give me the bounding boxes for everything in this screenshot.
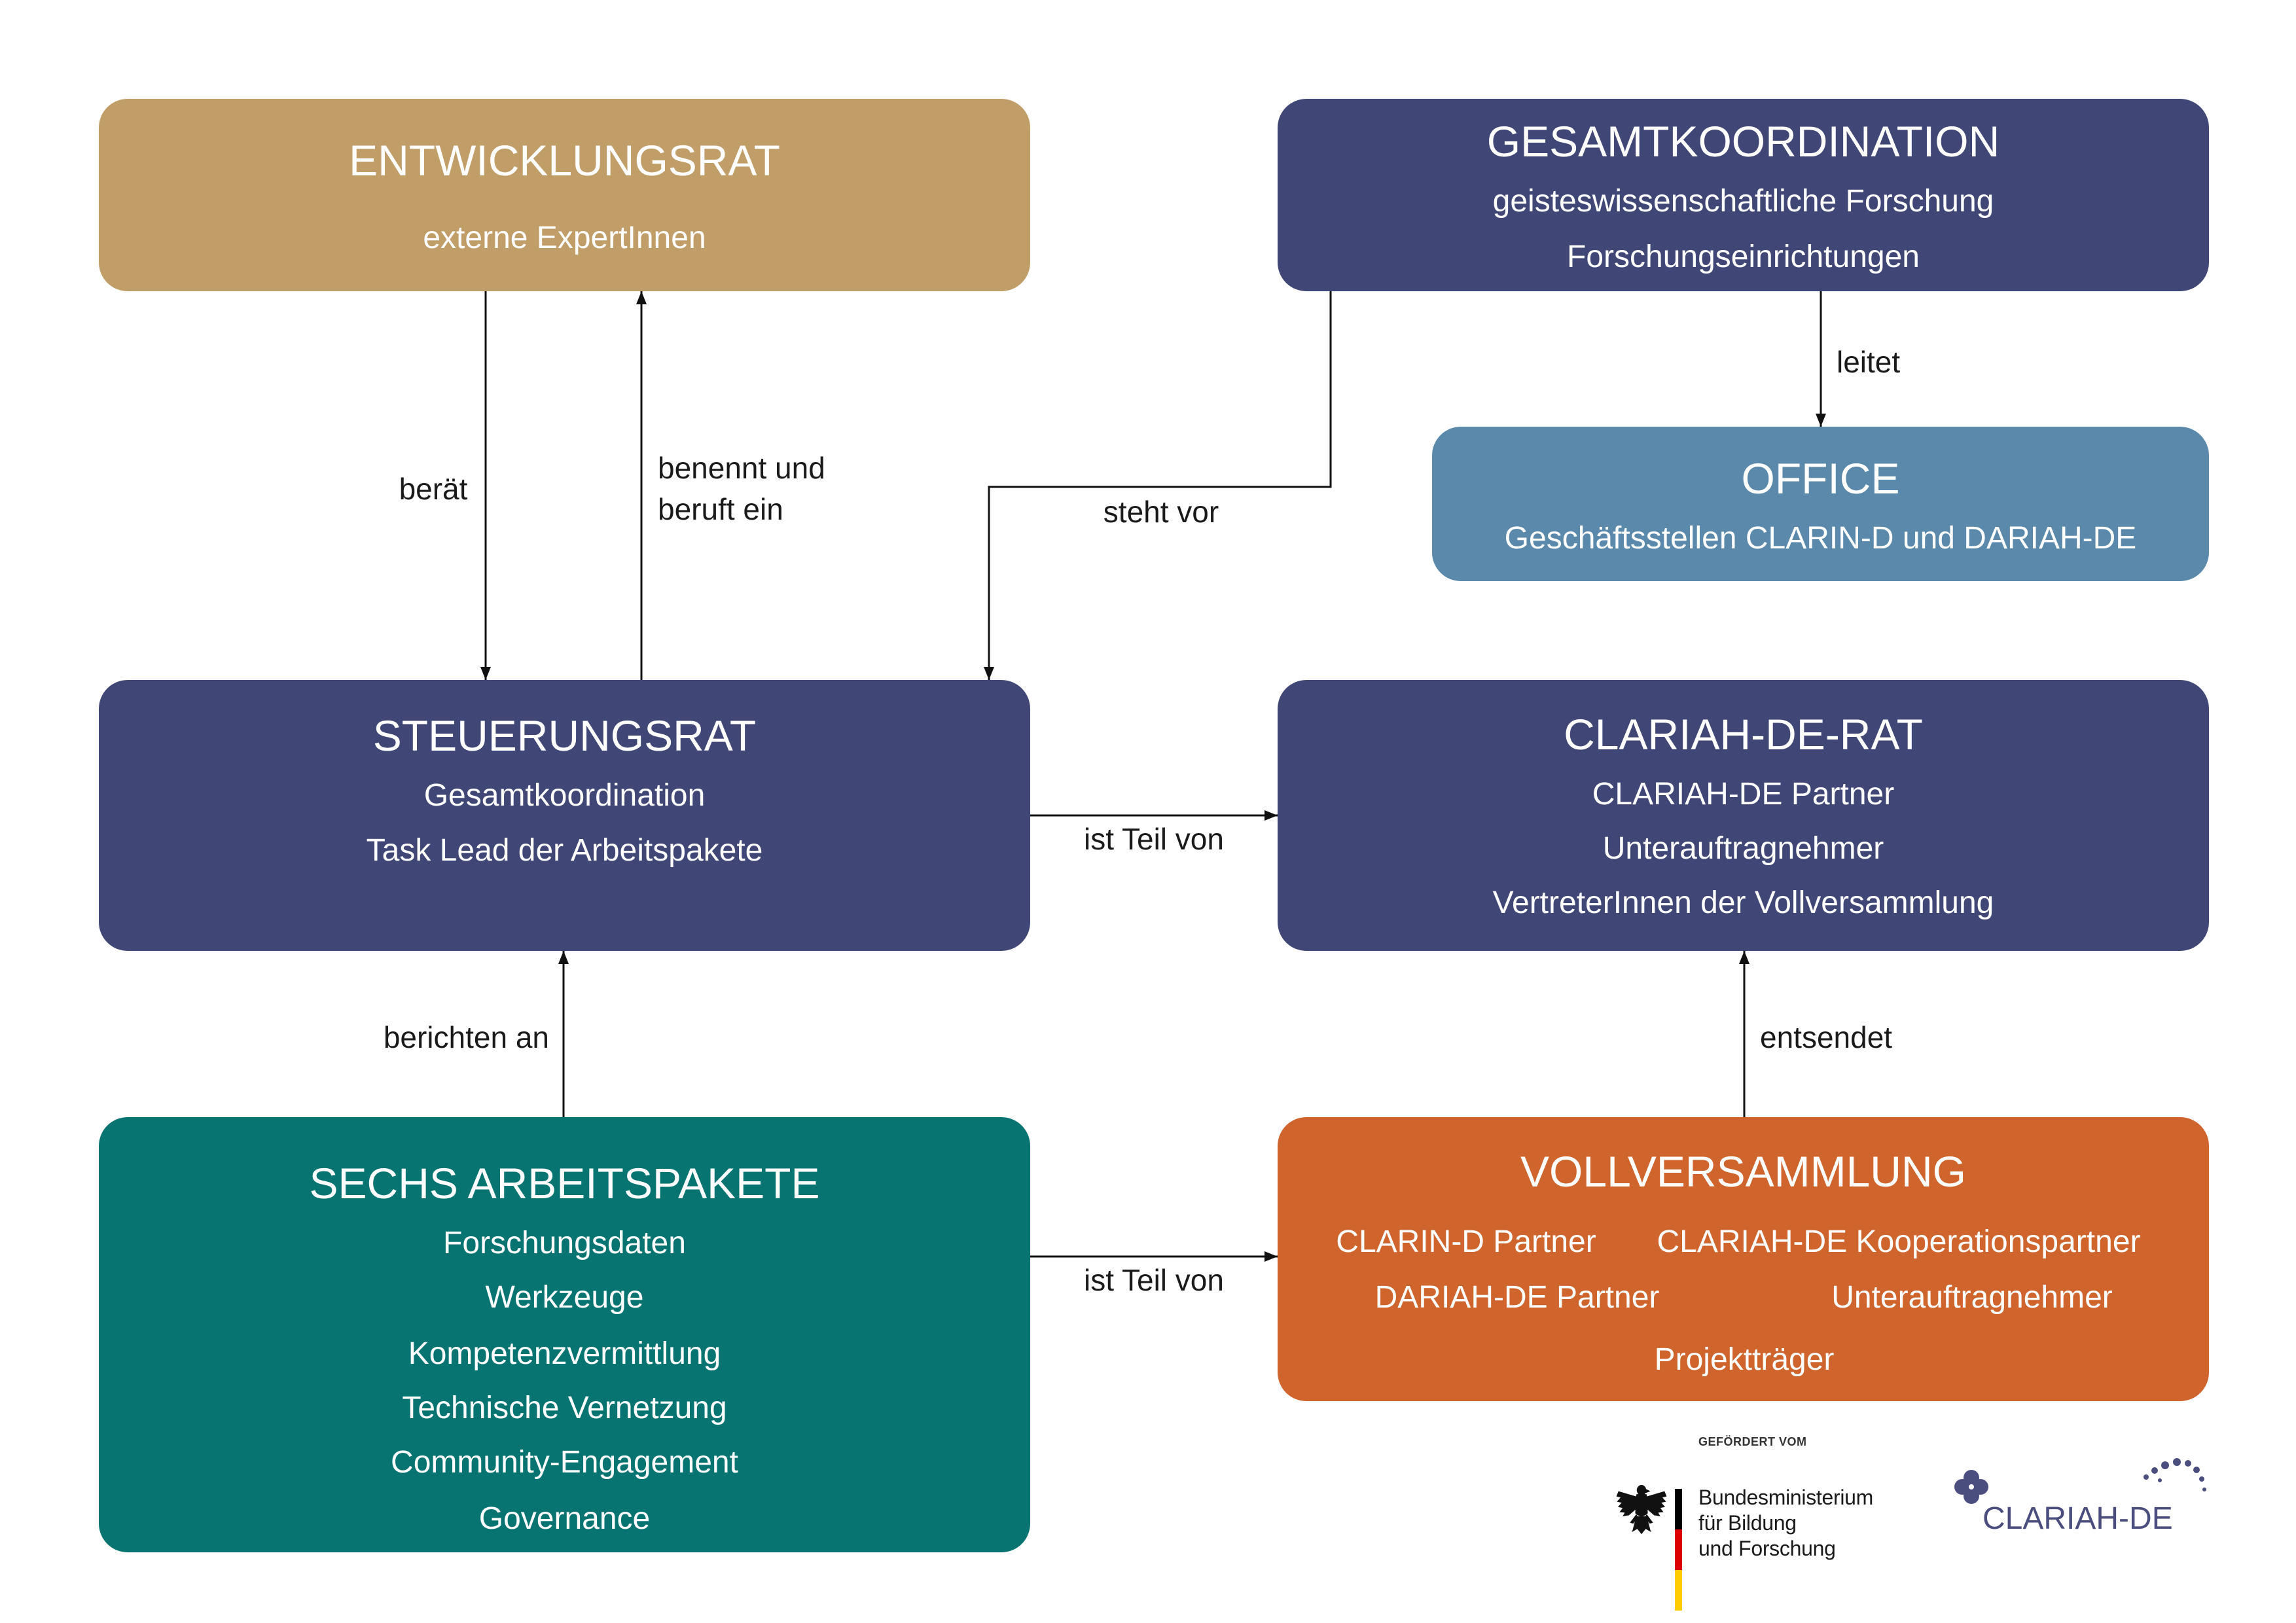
node-line: Community-Engagement [391,1445,738,1480]
node-line: Unterauftragnehmer [1602,831,1884,866]
ministry-name-line: und Forschung [1698,1537,1836,1560]
node-line: Werkzeuge [485,1280,644,1315]
node-clariah-de-rat: CLARIAH-DE-RAT CLARIAH-DE Partner Untera… [1278,680,2209,951]
federal-eagle-icon [1616,1485,1667,1535]
flag-stripe-red [1675,1529,1682,1570]
edge-label-beraet: berät [399,472,468,506]
node-arbeitspakete: SECHS ARBEITSPAKETE Forschungsdaten Werk… [99,1117,1030,1552]
edge-label-benennt-line-2: beruft ein [658,492,783,526]
node-line: Gesamtkoordination [423,778,706,813]
node-line: Governance [478,1501,651,1536]
ministry-name-line: für Bildung [1698,1511,1797,1535]
edge-label-steht-vor: steht vor [1103,495,1219,529]
edge-label-ist-teil-von-rat: ist Teil von [1084,822,1224,856]
node-line: Unterauftragnehmer [1831,1280,2113,1315]
node-title: CLARIAH-DE-RAT [1564,710,1923,758]
node-line: Projektträger [1654,1342,1835,1377]
node-title: OFFICE [1741,454,1900,503]
node-line: externe ExpertInnen [423,221,706,255]
node-title: SECHS ARBEITSPAKETE [309,1159,820,1207]
node-gesamtkoordination: GESAMTKOORDINATION geisteswissenschaftli… [1278,99,2209,291]
ministry-name-line: Bundesministerium [1698,1486,1874,1509]
edge-label-entsendet: entsendet [1760,1020,1893,1054]
node-entwicklungsrat: ENTWICKLUNGSRAT externe ExpertInnen [99,99,1030,291]
edge-label-benennt-line-1: benennt und [658,451,825,485]
node-line: Forschungseinrichtungen [1567,240,1920,274]
node-line: Geschäftsstellen CLARIN-D und DARIAH-DE [1504,521,2137,556]
node-line: VertreterInnen der Vollversammlung [1492,885,1994,920]
node-line: CLARIAH-DE Kooperationspartner [1657,1224,2141,1259]
node-line: Forschungsdaten [443,1226,686,1260]
edge-label-berichten-an: berichten an [383,1020,549,1054]
node-line: Task Lead der Arbeitspakete [366,833,763,868]
edge-label-leitet: leitet [1837,345,1901,379]
flag-stripe-black [1675,1489,1682,1529]
clariah-dots-icon [2144,1458,2206,1491]
node-line: Technische Vernetzung [402,1391,727,1425]
node-office: OFFICE Geschäftsstellen CLARIN-D und DAR… [1432,427,2209,581]
node-vollversammlung: VOLLVERSAMMLUNG CLARIN-D Partner CLARIAH… [1278,1117,2209,1401]
node-line: CLARIAH-DE Partner [1592,777,1895,812]
node-title: VOLLVERSAMMLUNG [1520,1147,1966,1196]
node-title: ENTWICKLUNGSRAT [349,136,780,185]
edge-label-ist-teil-von-versammlung: ist Teil von [1084,1263,1224,1297]
node-steuerungsrat: STEUERUNGSRAT Gesamtkoordination Task Le… [99,680,1030,951]
node-line: Kompetenzvermittlung [408,1336,721,1371]
node-line: DARIAH-DE Partner [1374,1280,1660,1315]
funded-by-label: GEFÖRDERT VOM [1698,1435,1807,1448]
node-title: STEUERUNGSRAT [372,711,757,760]
edge-arrow-steht-vor [984,291,1332,680]
node-line: CLARIN-D Partner [1336,1224,1596,1259]
node-title: GESAMTKOORDINATION [1486,117,2000,166]
node-line: geisteswissenschaftliche Forschung [1492,184,1994,219]
flag-stripe-gold [1675,1570,1682,1611]
clariah-de-logo-text: CLARIAH-DE [1982,1501,2173,1536]
